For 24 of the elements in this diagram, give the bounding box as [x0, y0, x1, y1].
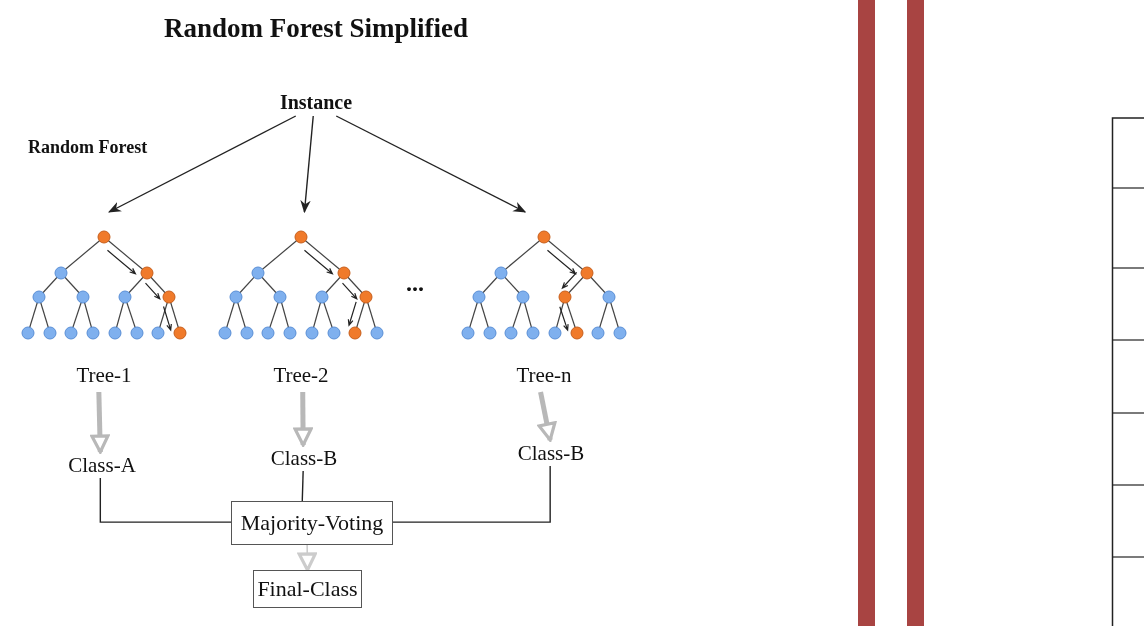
vertical-bar [907, 0, 924, 626]
class-label: Class-A [60, 452, 144, 478]
vertical-bar [858, 0, 875, 626]
arrow [335, 115, 527, 213]
ellipsis-text: ... [406, 270, 424, 296]
process-box: Final-Class [253, 570, 362, 608]
connector-line [301, 470, 304, 502]
arrow [300, 115, 314, 214]
tree-label: Tree-1 [76, 362, 132, 388]
tree-label: Tree-n [516, 362, 572, 388]
block-arrow [90, 391, 110, 454]
tree-label: Tree-2 [273, 362, 329, 388]
class-label: Class-B [509, 440, 593, 466]
connector-line [392, 465, 551, 523]
process-box: Majority-Voting [231, 501, 393, 545]
input-label: Instance [270, 88, 362, 116]
block-arrow [537, 391, 557, 442]
block-arrow [293, 392, 313, 447]
connector-line [99, 477, 232, 523]
arrow [108, 115, 297, 213]
title: Random Forest Simplified [164, 12, 468, 44]
class-label: Class-B [262, 445, 346, 471]
arrow [297, 544, 317, 572]
section-heading: Random Forest [28, 136, 148, 159]
